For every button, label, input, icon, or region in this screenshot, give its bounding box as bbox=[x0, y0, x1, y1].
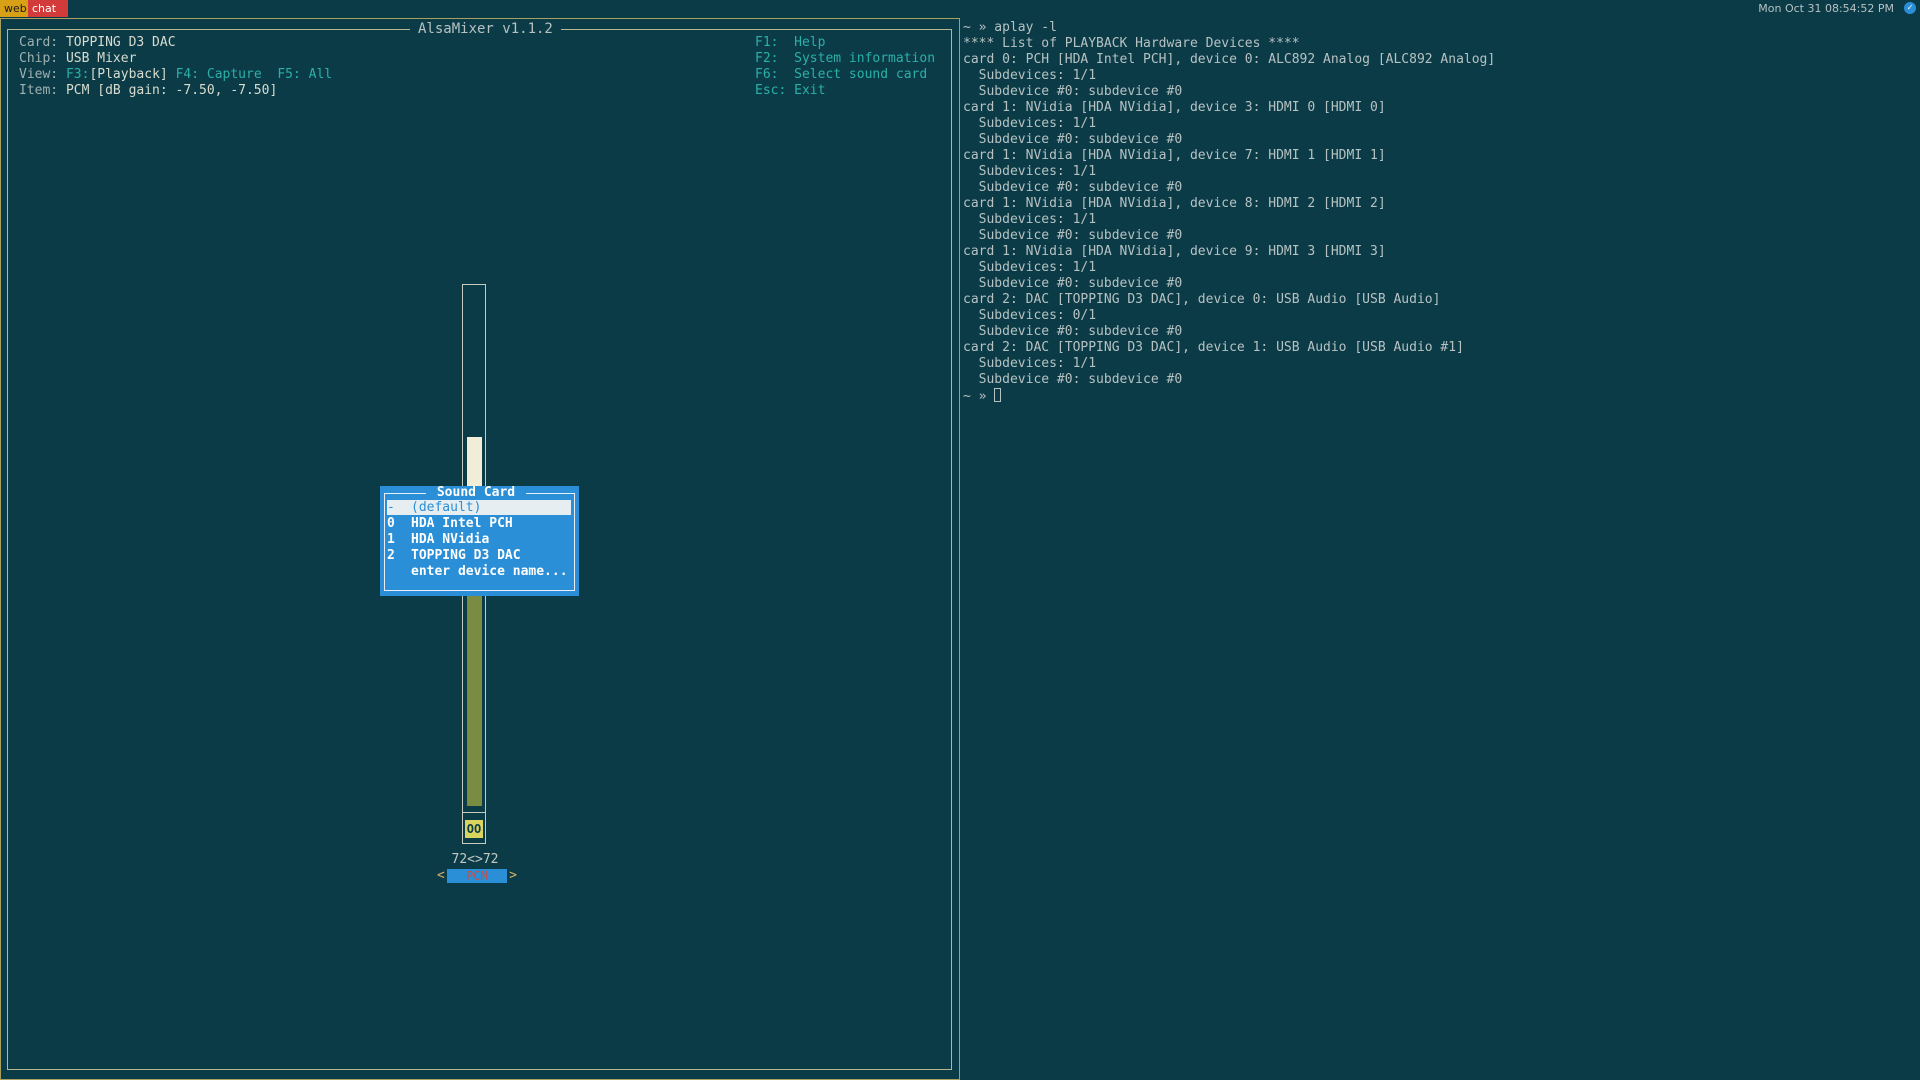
terminal-window[interactable]: ~ » aplay -l**** List of PLAYBACK Hardwa… bbox=[962, 18, 1920, 1080]
terminal-cursor bbox=[994, 388, 1002, 402]
chevron-left-icon[interactable]: < bbox=[437, 868, 445, 883]
option-label: (default) bbox=[411, 500, 482, 515]
terminal-line: Subdevices: 1/1 bbox=[963, 212, 1097, 227]
help-f1-key: F1: bbox=[755, 35, 779, 50]
mute-toggle[interactable]: OO bbox=[465, 820, 483, 838]
terminal-line: card 1: NVidia [HDA NVidia], device 8: H… bbox=[963, 196, 1386, 211]
terminal-line: card 1: NVidia [HDA NVidia], device 7: H… bbox=[963, 148, 1386, 163]
top-bar: web chat Mon Oct 31 08:54:52 PM ✓ bbox=[0, 0, 1920, 18]
help-f1-label: Help bbox=[794, 35, 826, 50]
help-esc[interactable]: Esc: Exit bbox=[755, 83, 825, 99]
help-f6-label: Select sound card bbox=[794, 67, 928, 82]
workspace-tag-chat[interactable]: chat bbox=[28, 0, 68, 17]
terminal-line: card 2: DAC [TOPPING D3 DAC], device 0: … bbox=[963, 292, 1441, 307]
sound-card-dialog[interactable]: Sound Card - (default) 0 HDA Intel PCH 1 HD… bbox=[380, 486, 579, 596]
view-label: View: bbox=[19, 67, 59, 82]
sound-card-option-1[interactable]: 1 HDA NVidia bbox=[387, 532, 571, 547]
terminal-line: Subdevice #0: subdevice #0 bbox=[963, 180, 1183, 195]
view-playback[interactable]: [Playback] bbox=[89, 67, 168, 82]
terminal-line: card 1: NVidia [HDA NVidia], device 3: H… bbox=[963, 100, 1386, 115]
view-f5-key: F5: bbox=[277, 67, 301, 82]
view-info: View: F3:[Playback] F4: Capture F5: All bbox=[19, 67, 332, 83]
chevron-right-icon[interactable]: > bbox=[509, 868, 517, 883]
slider-divider bbox=[462, 812, 486, 813]
terminal-line: Subdevice #0: subdevice #0 bbox=[963, 132, 1183, 147]
item-info: Item: PCM [dB gain: -7.50, -7.50] bbox=[19, 83, 277, 99]
option-key: 0 bbox=[387, 516, 395, 531]
workspace-tag-web[interactable]: web bbox=[0, 0, 28, 17]
card-info: Card: TOPPING D3 DAC bbox=[19, 35, 176, 51]
clock: Mon Oct 31 08:54:52 PM bbox=[1758, 2, 1894, 15]
network-icon[interactable]: ✓ bbox=[1904, 2, 1916, 14]
view-f4-key: F4: bbox=[175, 67, 200, 82]
terminal-prompt: ~ » bbox=[963, 389, 995, 404]
help-f6[interactable]: F6: Select sound card bbox=[755, 67, 927, 83]
channel-tab-pcm[interactable]: < PCM > bbox=[437, 868, 517, 884]
terminal-line: **** List of PLAYBACK Hardware Devices *… bbox=[963, 36, 1300, 51]
option-key: 2 bbox=[387, 548, 395, 563]
help-f2-label: System information bbox=[794, 51, 936, 66]
help-f1[interactable]: F1: Help bbox=[755, 35, 825, 51]
terminal-line: Subdevices: 1/1 bbox=[963, 68, 1097, 83]
card-label: Card: bbox=[19, 35, 59, 50]
channel-name: PCM bbox=[447, 869, 507, 883]
sound-card-option-0[interactable]: 0 HDA Intel PCH bbox=[387, 516, 571, 531]
option-label: HDA Intel PCH bbox=[411, 516, 513, 531]
sound-card-option-default[interactable]: - (default) bbox=[387, 500, 571, 515]
view-all[interactable]: All bbox=[308, 67, 333, 82]
help-f2[interactable]: F2: System information bbox=[755, 51, 935, 67]
terminal-output: ~ » aplay -l**** List of PLAYBACK Hardwa… bbox=[963, 20, 1495, 404]
chip-info: Chip: USB Mixer bbox=[19, 51, 136, 67]
volume-bar-low bbox=[467, 596, 482, 806]
terminal-line: Subdevice #0: subdevice #0 bbox=[963, 372, 1183, 387]
help-f6-key: F6: bbox=[755, 67, 779, 82]
volume-level: 72<>72 bbox=[451, 852, 499, 867]
terminal-line: card 0: PCH [HDA Intel PCH], device 0: A… bbox=[963, 52, 1496, 67]
dialog-title: Sound Card bbox=[426, 486, 526, 500]
terminal-line: Subdevice #0: subdevice #0 bbox=[963, 324, 1183, 339]
terminal-line: Subdevices: 0/1 bbox=[963, 308, 1097, 323]
view-f3-key: F3: bbox=[65, 67, 90, 82]
sound-card-option-enter-name[interactable]: enter device name... bbox=[387, 564, 571, 579]
option-label: TOPPING D3 DAC bbox=[411, 548, 521, 563]
view-capture[interactable]: Capture bbox=[206, 67, 262, 82]
item-label: Item: bbox=[19, 83, 59, 98]
terminal-line: Subdevices: 1/1 bbox=[963, 356, 1097, 371]
terminal-prompt-line[interactable]: ~ » bbox=[963, 388, 1495, 404]
terminal-line: Subdevices: 1/1 bbox=[963, 164, 1097, 179]
terminal-line: Subdevice #0: subdevice #0 bbox=[963, 276, 1183, 291]
help-esc-key: Esc: bbox=[755, 83, 787, 98]
terminal-line: card 2: DAC [TOPPING D3 DAC], device 1: … bbox=[963, 340, 1464, 355]
item-value: PCM [dB gain: -7.50, -7.50] bbox=[65, 83, 278, 98]
terminal-line: Subdevices: 1/1 bbox=[963, 260, 1097, 275]
option-label: HDA NVidia bbox=[411, 532, 490, 547]
help-f2-key: F2: bbox=[755, 51, 779, 66]
option-key: - bbox=[387, 500, 395, 515]
terminal-line: card 1: NVidia [HDA NVidia], device 9: H… bbox=[963, 244, 1386, 259]
sound-card-option-2[interactable]: 2 TOPPING D3 DAC bbox=[387, 548, 571, 563]
terminal-line: Subdevices: 1/1 bbox=[963, 116, 1097, 131]
chip-label: Chip: bbox=[19, 51, 59, 66]
chip-value: USB Mixer bbox=[65, 51, 137, 66]
card-value: TOPPING D3 DAC bbox=[65, 35, 176, 50]
mixer-title: AlsaMixer v1.1.2 bbox=[410, 21, 561, 37]
mixer-frame: AlsaMixer v1.1.2 bbox=[7, 21, 952, 1070]
help-esc-label: Exit bbox=[794, 83, 826, 98]
terminal-line: Subdevice #0: subdevice #0 bbox=[963, 84, 1183, 99]
option-key: 1 bbox=[387, 532, 395, 547]
terminal-line: Subdevice #0: subdevice #0 bbox=[963, 228, 1183, 243]
terminal-line: ~ » aplay -l bbox=[963, 20, 1057, 35]
option-label: enter device name... bbox=[411, 564, 568, 579]
